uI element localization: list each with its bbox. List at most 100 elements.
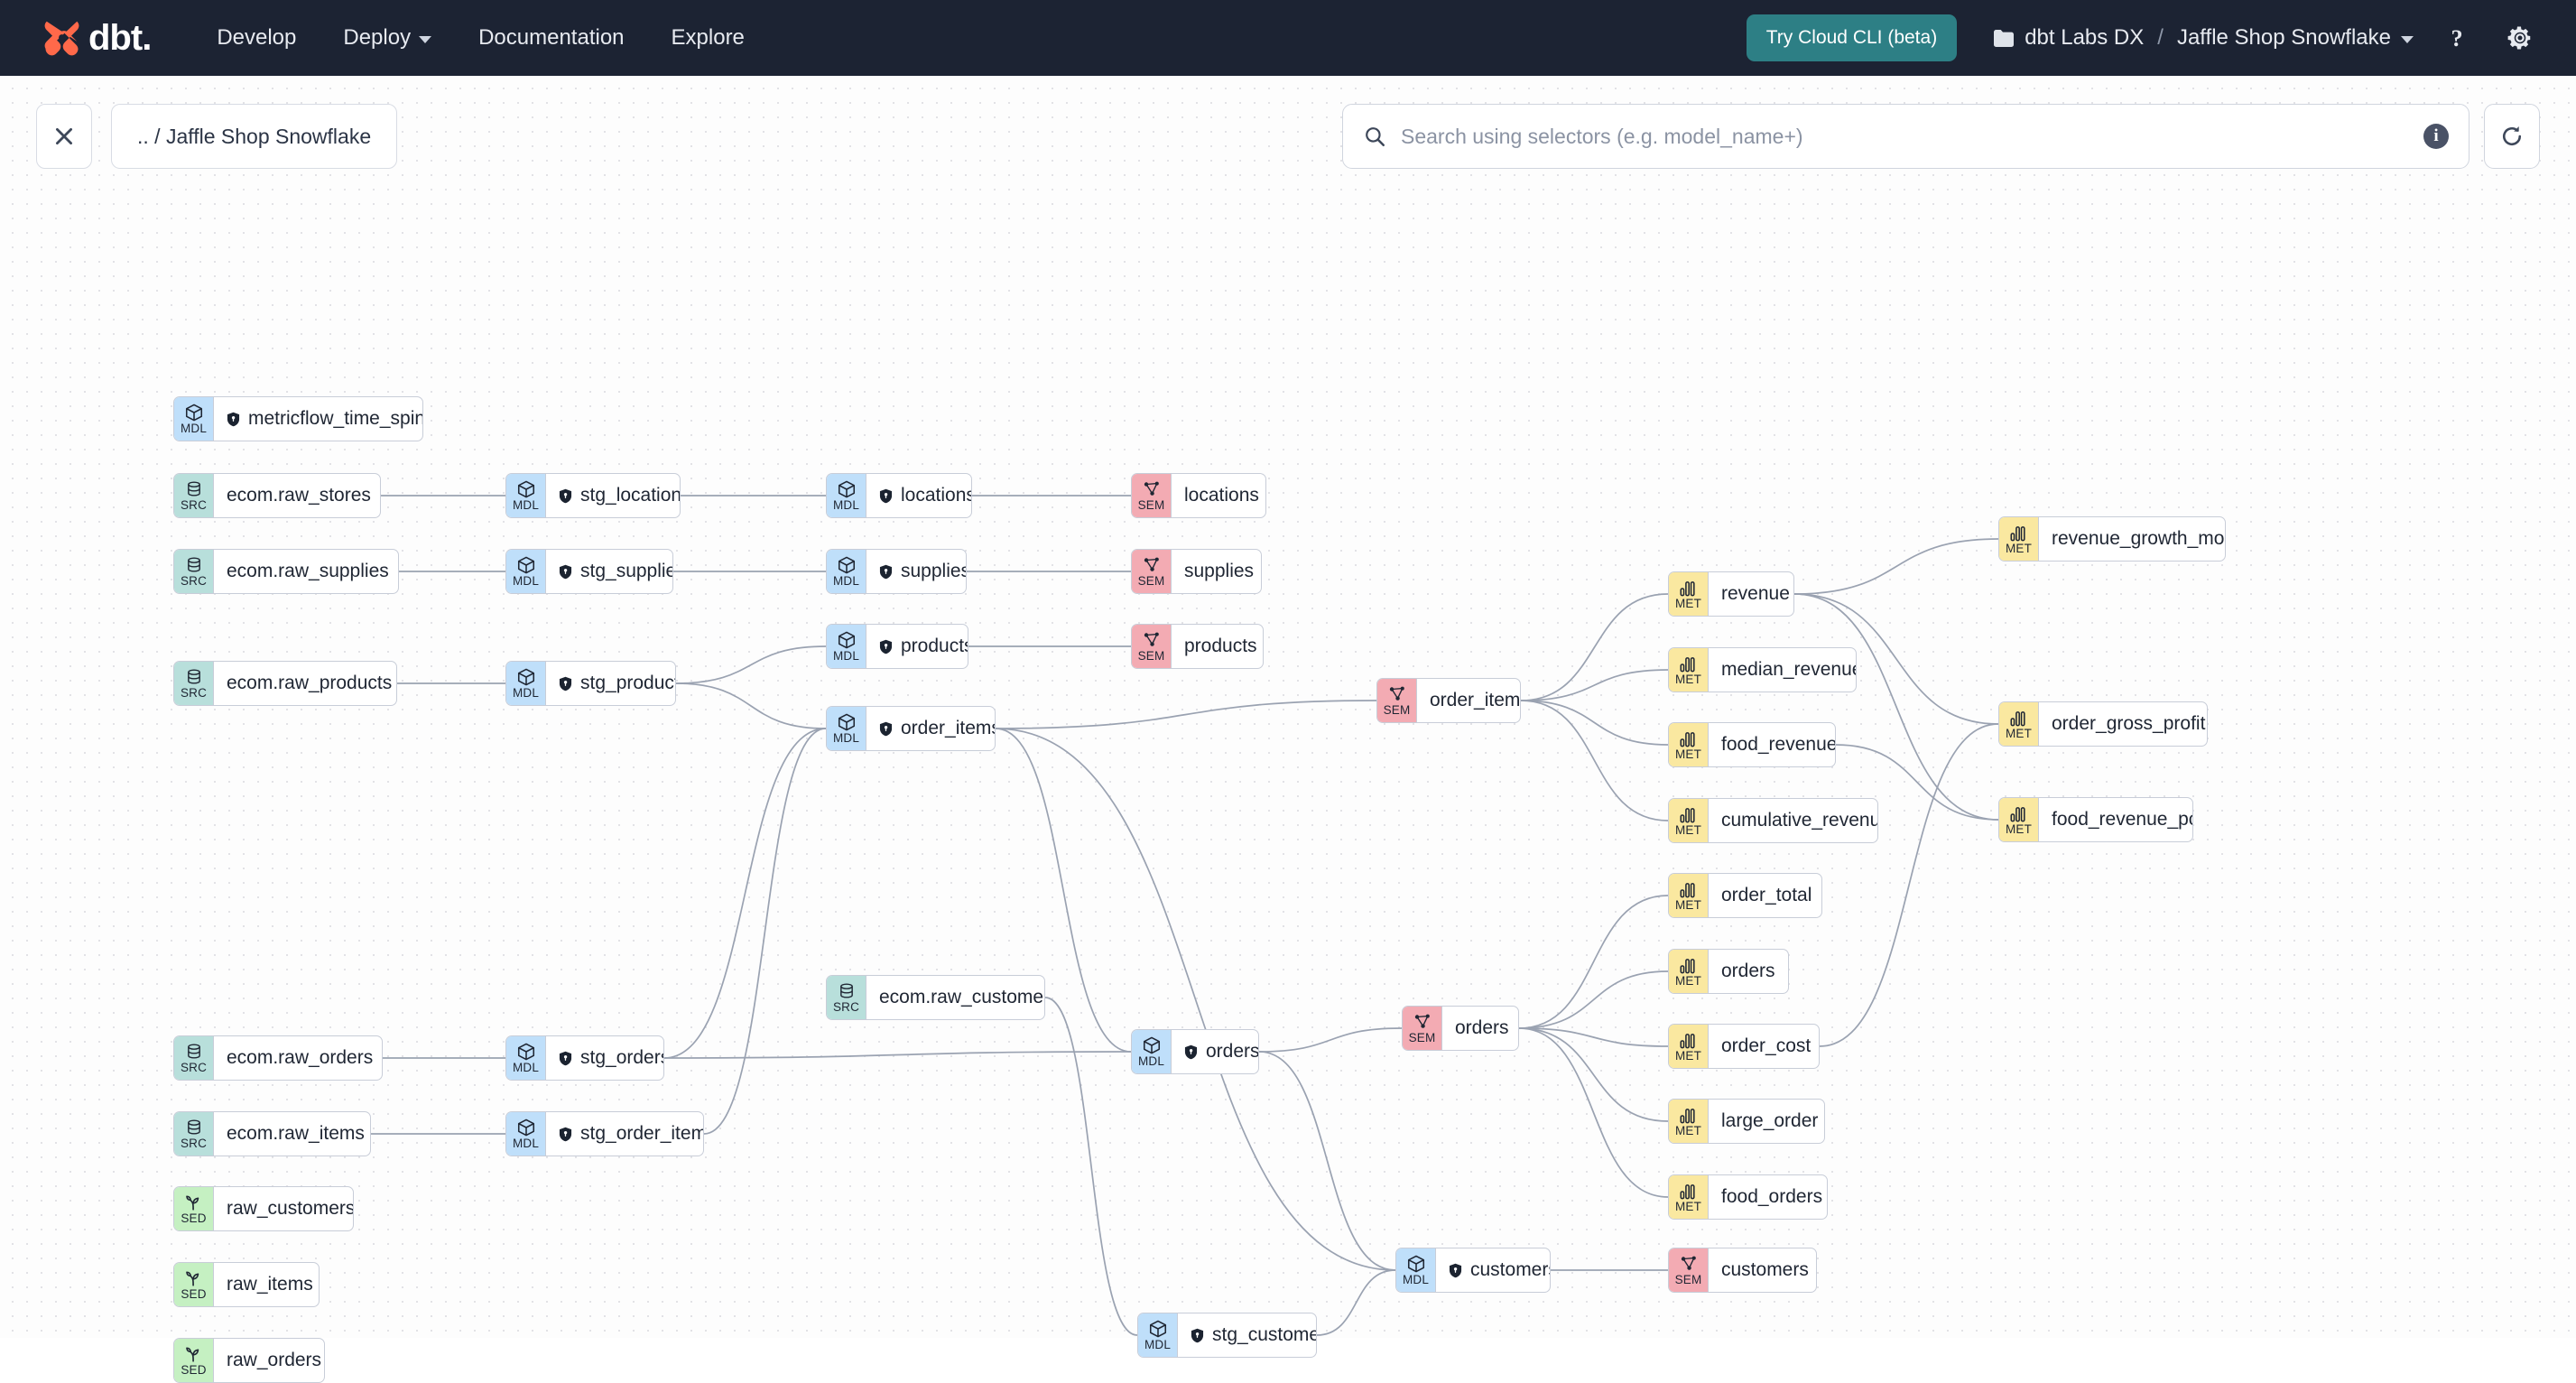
graph-node-stg_supplies[interactable]: MDL stg_supplies [505,549,673,594]
nav-item-documentation[interactable]: Documentation [455,16,647,60]
node-type-label: SRC [180,574,208,588]
nav-label-deploy: Deploy [343,25,412,50]
node-type-badge-mdl: MDL [827,625,866,668]
edge-sem_orders-to-met_large_order [1518,1027,1669,1122]
cube-icon [516,555,536,575]
shield-icon [227,412,240,426]
nav-item-explore[interactable]: Explore [648,16,768,60]
node-type-badge-sem: SEM [1132,625,1172,668]
database-icon [185,667,203,687]
close-button[interactable] [36,104,92,169]
nav-item-develop[interactable]: Develop [193,16,320,60]
node-type-label: MDL [512,498,540,512]
node-body: customers [1436,1248,1550,1292]
breadcrumb[interactable]: .. / Jaffle Shop Snowflake [111,104,398,169]
refresh-button[interactable] [2484,104,2540,169]
edge-stg_orders-to-mdl_order_items [663,728,827,1059]
node-type-label: MDL [180,422,208,435]
settings-button[interactable] [2500,18,2540,58]
node-label: stg_supplies [580,561,672,581]
nav-label-documentation: Documentation [478,25,625,50]
project-selector[interactable]: Jaffle Shop Snowflake [2177,25,2414,51]
node-label: food_revenue [1721,734,1836,755]
edge-sem_order_item-to-met_food_revenue [1520,700,1669,746]
node-body: order_gross_profit [2039,702,2207,746]
node-label: ecom.raw_products [227,673,393,693]
try-cloud-cli-button[interactable]: Try Cloud CLI (beta) [1746,14,1958,61]
node-type-badge-src: SRC [174,1112,214,1156]
node-type-label: MDL [832,574,860,588]
node-label: raw_customers [227,1198,354,1219]
gear-icon [2507,26,2531,50]
info-icon[interactable]: i [2423,124,2449,149]
search-input[interactable] [1401,124,2409,149]
node-type-badge-mdl: MDL [827,707,866,750]
node-body: food_orders [1709,1175,1827,1219]
shield-icon [559,564,572,579]
account-name[interactable]: dbt Labs DX [2025,25,2145,50]
dbt-logo[interactable]: dbt . [25,17,152,59]
bar-chart-icon [1679,578,1699,598]
node-type-badge-met: MET [1669,799,1709,842]
edge-stg_products-to-mdl_order_items [675,682,827,729]
node-graph-icon [1142,479,1162,499]
search-box[interactable]: i [1342,104,2469,169]
nav-item-deploy[interactable]: Deploy [320,16,455,60]
shield-icon [879,488,893,503]
help-button[interactable]: ? [2437,18,2477,58]
node-type-label: SEM [1137,498,1165,512]
node-graph-icon [1679,1254,1699,1274]
node-body: products [1172,625,1263,668]
edge-met_revenue-to-met_revenue_growth_mom [1793,538,1999,595]
node-type-badge-mdl: MDL [506,550,546,593]
node-label: order_gross_profit [2052,713,2206,734]
lineage-canvas[interactable]: .. / Jaffle Shop Snowflake i MDLmetricfl… [0,76,2576,1383]
node-body: stg_order_items [546,1112,703,1156]
node-body: stg_products [546,662,675,705]
shield-icon [879,639,893,654]
node-label: revenue [1721,583,1790,604]
bar-chart-icon [2009,708,2029,728]
edge-mdl_order_items-to-mdl_customers [995,728,1396,1271]
